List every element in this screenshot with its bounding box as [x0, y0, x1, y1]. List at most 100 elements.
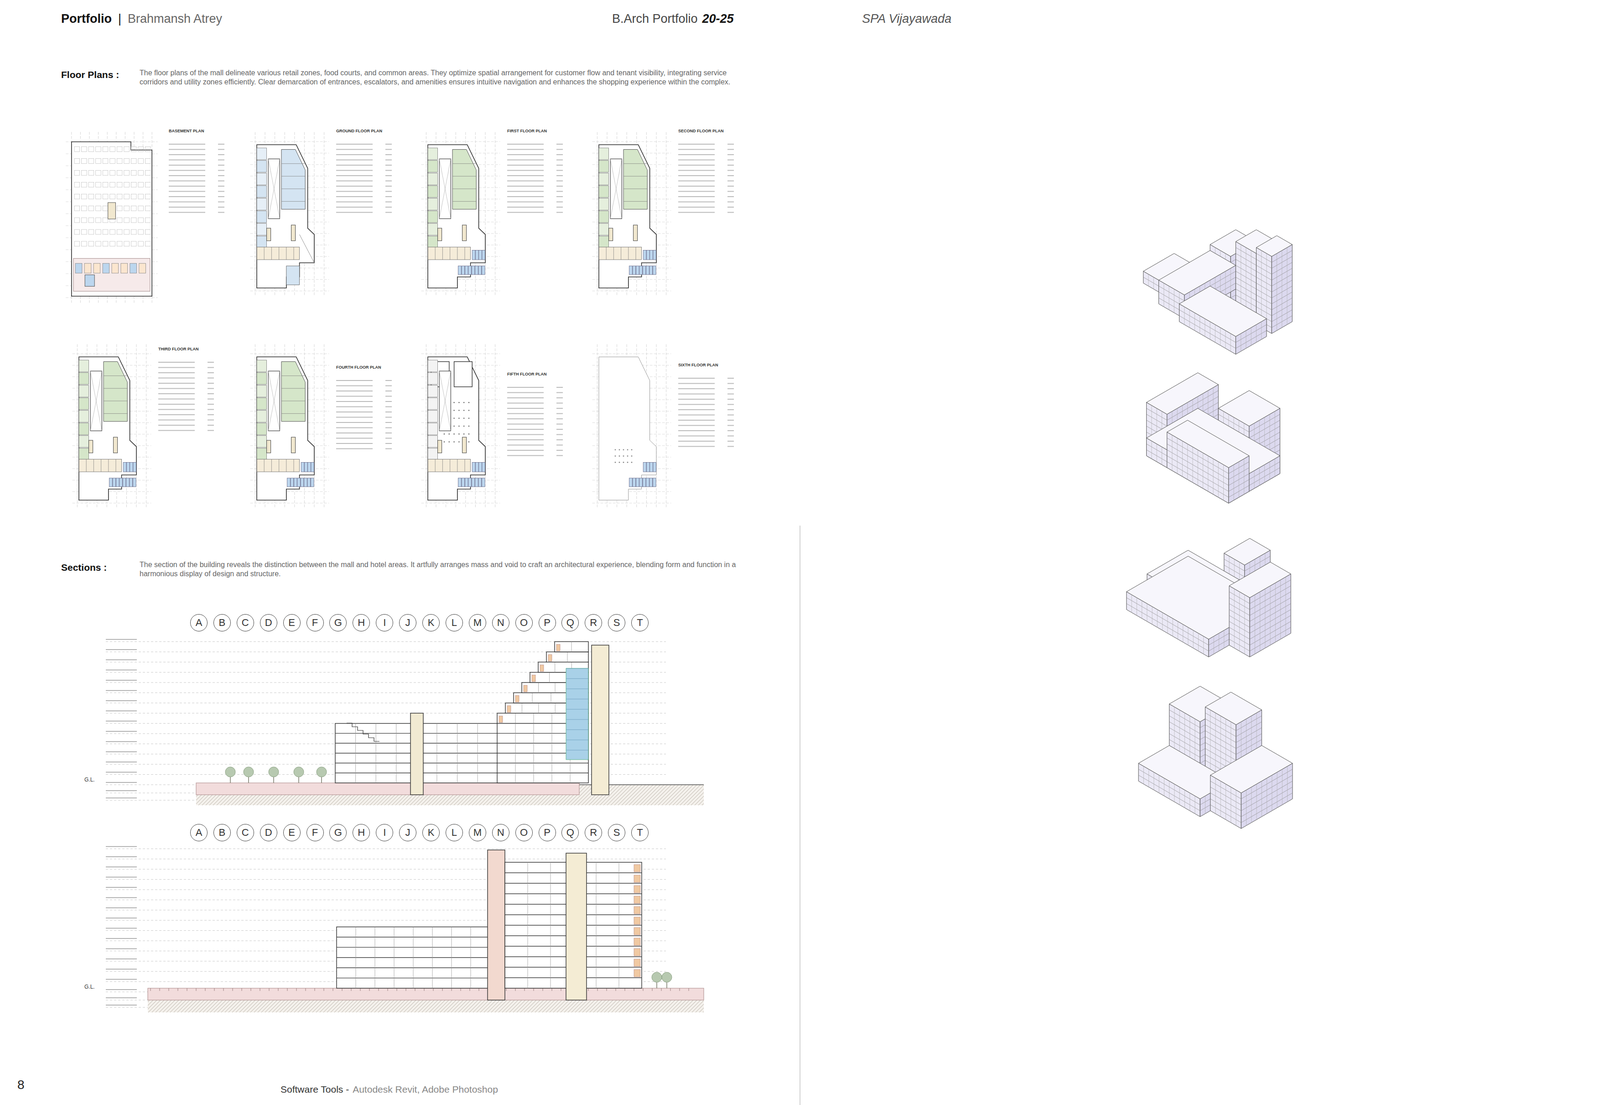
legend-row — [385, 154, 392, 156]
legend-row — [727, 425, 734, 426]
grid-line — [314, 344, 315, 509]
hotel-room — [310, 477, 314, 487]
parking-bay — [95, 193, 102, 199]
legend-row — [168, 201, 206, 203]
grid-bubble: N — [492, 823, 510, 842]
legend-row — [168, 143, 206, 145]
window-line — [1184, 306, 1185, 325]
room — [139, 263, 146, 274]
column-dot — [468, 417, 470, 420]
legend-row — [507, 439, 544, 441]
window-line — [1218, 633, 1220, 651]
legend-row — [556, 154, 563, 156]
floor-line — [1256, 295, 1272, 305]
hotel-room — [300, 477, 304, 487]
shop-unit — [256, 422, 267, 435]
legend-row — [678, 419, 715, 421]
window-line — [1251, 786, 1252, 823]
hotel-room — [464, 265, 468, 275]
shop-unit — [427, 172, 438, 185]
grid-bubble: E — [283, 823, 301, 842]
seat-dot — [631, 461, 633, 463]
level-tag — [105, 948, 137, 950]
window-line — [1146, 603, 1148, 622]
hotel-room — [290, 477, 294, 487]
hotel-room — [119, 477, 123, 487]
legend-row — [678, 143, 715, 145]
legend-row — [336, 206, 373, 208]
grid-line — [72, 353, 152, 354]
shop-unit — [256, 185, 267, 198]
column-dot — [453, 433, 455, 435]
level-tag — [105, 866, 137, 868]
window-line — [1210, 321, 1211, 340]
parking-bay — [116, 205, 123, 211]
room — [84, 263, 92, 274]
grid-letter: S — [613, 617, 621, 628]
column-tick — [314, 987, 316, 991]
partition — [470, 926, 472, 988]
legend-row — [158, 367, 195, 369]
facade — [1271, 244, 1293, 334]
hotel-room — [461, 265, 465, 275]
parking-bay — [109, 181, 116, 188]
hotel-room — [126, 477, 130, 487]
floor-line — [1256, 277, 1272, 287]
shop-unit — [256, 235, 267, 248]
window-line — [1158, 774, 1160, 793]
balcony-accent — [540, 664, 544, 671]
legend-row — [556, 175, 563, 177]
column-dot — [468, 401, 470, 404]
floor-plan — [592, 132, 734, 297]
grid-letter: O — [519, 827, 528, 838]
window-line — [1271, 774, 1273, 811]
grid-letter: J — [405, 617, 411, 628]
partition — [555, 682, 556, 693]
shop-unit — [598, 223, 609, 236]
shop-unit — [78, 410, 89, 423]
axonometric-view — [1126, 538, 1291, 657]
legend-row — [336, 442, 373, 444]
partition — [435, 459, 436, 473]
parking-bay — [130, 181, 137, 188]
grid-bubble: I — [375, 613, 394, 632]
tree — [225, 766, 236, 777]
partition — [533, 723, 535, 783]
legend-row — [207, 367, 214, 369]
core — [608, 228, 613, 241]
legend-row — [727, 212, 734, 213]
grid-letter: G — [334, 827, 343, 838]
hotel-room — [458, 477, 462, 487]
legend-row — [678, 175, 715, 177]
grid-letter: G — [334, 617, 343, 628]
legend-row — [207, 409, 214, 411]
legend-row — [556, 191, 563, 193]
hotel-room — [122, 477, 126, 487]
page-text: 20-25 — [702, 11, 734, 26]
floor-line — [1256, 301, 1272, 311]
grid-line — [592, 353, 672, 354]
hotel-room — [475, 462, 479, 472]
core — [88, 440, 94, 453]
auditorium-steps — [346, 722, 380, 742]
void-cross — [610, 158, 622, 219]
window-line — [1215, 324, 1216, 343]
partition — [394, 926, 395, 988]
window-line — [1223, 464, 1224, 501]
parking-bay — [109, 241, 116, 247]
legend-row — [207, 403, 214, 405]
legend-row — [207, 361, 214, 363]
parking-bay — [145, 193, 151, 199]
hotel-room — [307, 477, 311, 487]
text-group: G.L. — [84, 776, 95, 783]
legend-row — [678, 404, 715, 406]
grid-letter: N — [497, 827, 505, 838]
legend-row — [727, 398, 734, 400]
grid-bubble: L — [445, 613, 463, 632]
legend-row — [336, 411, 373, 413]
hotel-room — [475, 477, 479, 487]
text-group: SPA Vijayawada — [862, 11, 952, 26]
parking-bay — [95, 241, 102, 247]
column-dot — [448, 441, 451, 443]
legend-row — [158, 382, 195, 384]
